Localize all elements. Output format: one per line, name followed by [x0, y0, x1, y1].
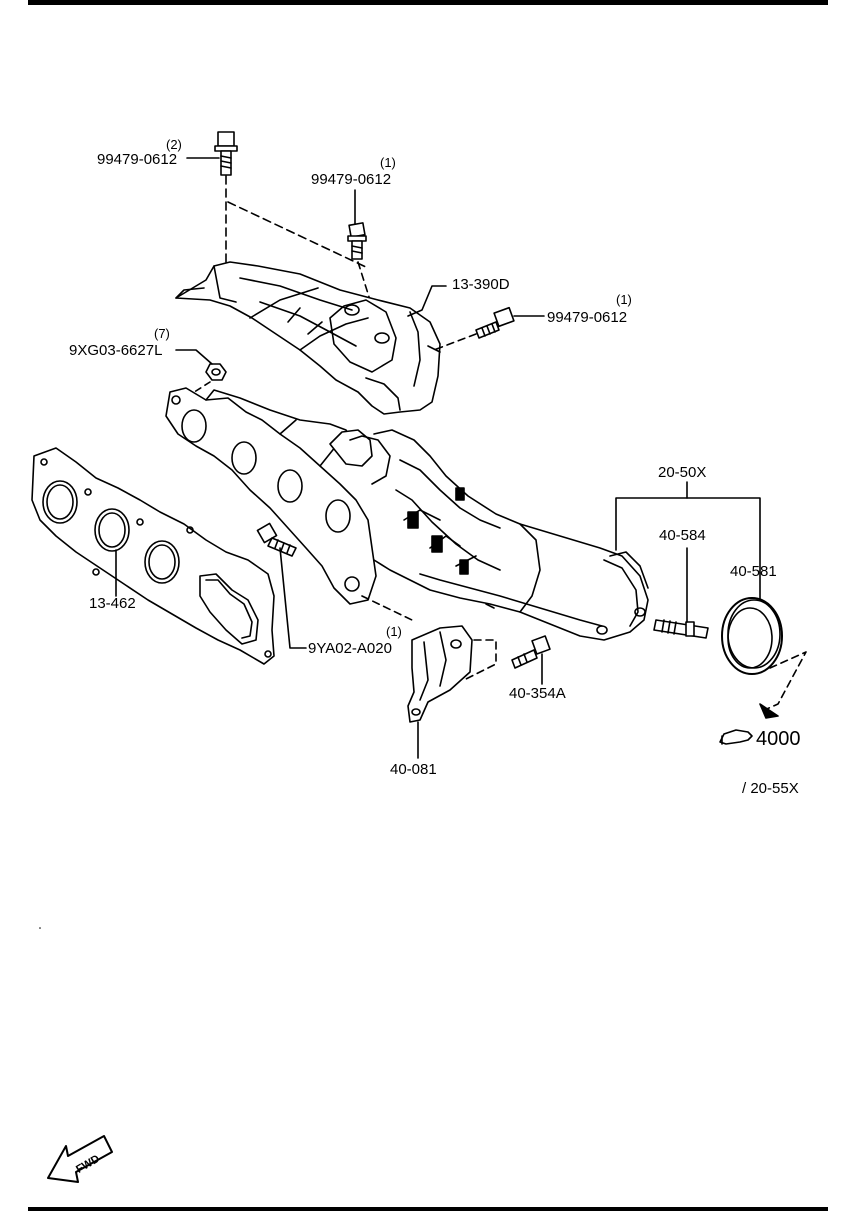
qty-bolt-top-center: (1): [380, 155, 396, 170]
qty-bolt-right: (1): [616, 292, 632, 307]
fwd-arrow-icon: [47, 1135, 113, 1183]
ref-section[interactable]: 4000: [756, 728, 801, 750]
qty-bolt-top-left: (2): [166, 137, 182, 152]
part-bracket-bolt[interactable]: 40-354A: [509, 685, 566, 702]
ring-gasket[interactable]: [721, 597, 783, 675]
ref-subsection[interactable]: / 20-55X: [742, 780, 799, 797]
bracket-bolt[interactable]: [511, 635, 551, 669]
part-bracket[interactable]: 40-081: [390, 761, 437, 778]
part-catalyst-assy[interactable]: 20-50X: [658, 464, 707, 481]
part-bolt-top-left[interactable]: 99479-0612: [97, 151, 178, 168]
part-bolt-right[interactable]: 99479-0612: [547, 309, 628, 326]
speck: [39, 927, 41, 929]
stud[interactable]: [653, 619, 709, 639]
dash-bracket: [361, 595, 497, 681]
bracket[interactable]: [407, 625, 473, 723]
bracket-group-20-50x: [615, 497, 761, 601]
bolt-top-left[interactable]: [214, 131, 238, 176]
dash-ring-gasket: [759, 651, 807, 713]
top-border: [28, 0, 828, 5]
arrow-to-ref: [759, 703, 779, 719]
stud-bolt[interactable]: [256, 522, 297, 557]
leader-heat-shield: [407, 285, 447, 317]
dash-bolt-top-center: [357, 261, 371, 301]
bottom-border: [28, 1207, 828, 1211]
part-nut[interactable]: 9XG03-6627L: [69, 342, 163, 359]
qty-stud-bolt: (1): [386, 624, 402, 639]
heat-shield[interactable]: [175, 261, 441, 415]
part-stud-bolt[interactable]: 9YA02-A020: [308, 640, 392, 657]
part-manifold-gasket[interactable]: 13-462: [89, 595, 136, 612]
dash-bolt-right: [433, 333, 477, 351]
manifold-gasket[interactable]: [31, 447, 275, 665]
part-ring-gasket[interactable]: 40-581: [730, 563, 777, 580]
part-stud[interactable]: 40-584: [659, 527, 706, 544]
exhaust-manifold-catalyst[interactable]: [165, 387, 649, 641]
part-bolt-top-center[interactable]: 99479-0612: [311, 171, 392, 188]
qty-nut: (7): [154, 326, 170, 341]
nut[interactable]: [205, 363, 227, 381]
bolt-top-center[interactable]: [347, 222, 367, 260]
part-heat-shield[interactable]: 13-390D: [452, 276, 510, 293]
bolt-right[interactable]: [475, 306, 515, 339]
pointing-hand-icon: [719, 729, 753, 745]
leader-stud-bolt: [279, 547, 307, 649]
leader-nut: [175, 349, 213, 365]
